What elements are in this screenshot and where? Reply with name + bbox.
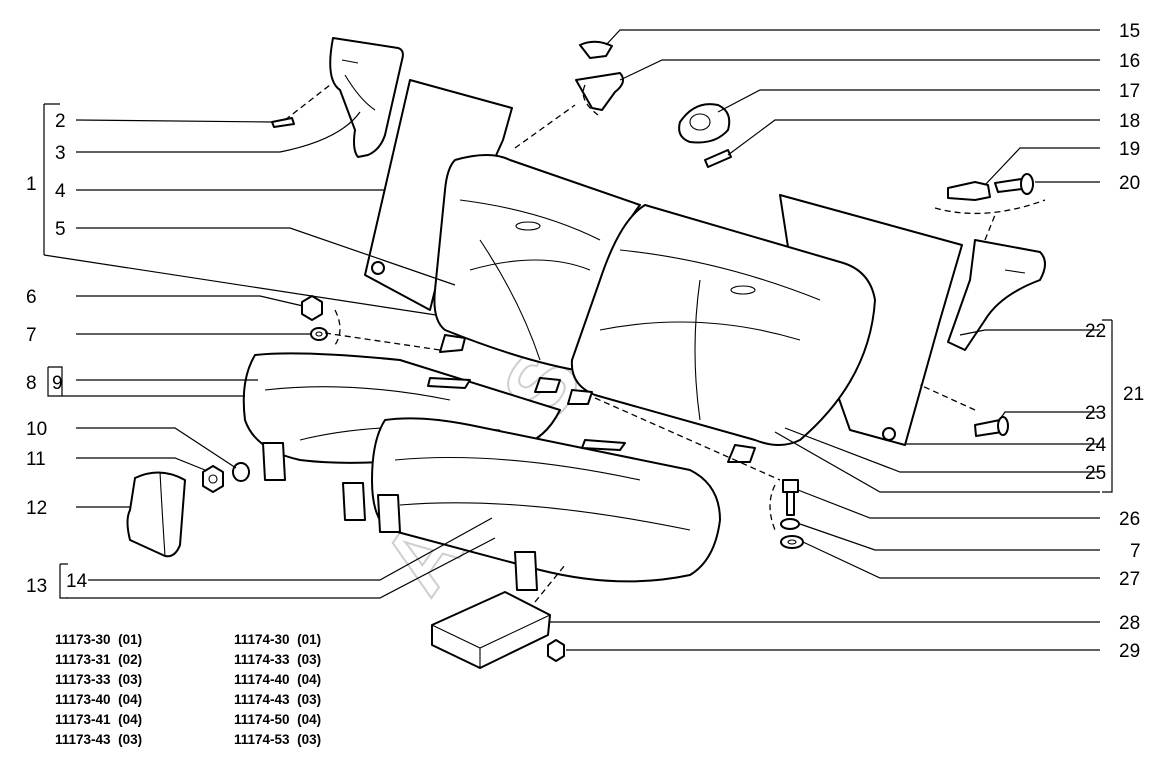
part-22-hinge-trim-right xyxy=(947,239,1046,351)
part-3-hinge-trim-left xyxy=(329,37,404,158)
model-note: (04) xyxy=(118,692,143,707)
callout-12: 12 xyxy=(26,498,47,519)
callout-10: 10 xyxy=(26,419,47,440)
model-code: 11173-43 xyxy=(55,732,111,747)
part-27-washer xyxy=(780,535,804,549)
callout-15: 15 xyxy=(1119,21,1140,42)
cushion-bracket-4 xyxy=(514,551,538,591)
callout-13: 13 xyxy=(26,576,47,597)
legend-row: 11173-31 (02) xyxy=(55,650,142,670)
callout-16: 16 xyxy=(1119,51,1140,72)
legend-row: 11174-30 (01) xyxy=(234,630,321,650)
legend-row: 11174-43 (03) xyxy=(234,690,321,710)
part-15-plug xyxy=(579,40,613,59)
part-29-nut xyxy=(547,639,565,662)
callout-7-left: 7 xyxy=(26,325,37,346)
model-note: (04) xyxy=(118,712,143,727)
model-note: (01) xyxy=(297,632,322,647)
model-note: (03) xyxy=(118,672,143,687)
callout-11: 11 xyxy=(26,449,46,470)
cushion-bracket-2 xyxy=(342,482,366,521)
callout-21: 21 xyxy=(1123,384,1144,405)
legend-row: 11174-40 (04) xyxy=(234,670,321,690)
callout-5: 5 xyxy=(55,219,66,240)
part-19-clip xyxy=(947,181,991,201)
callout-8: 8 xyxy=(26,373,37,394)
cushion-bracket-3 xyxy=(377,494,401,533)
part-10-washer xyxy=(232,462,250,482)
cushion-bracket-1 xyxy=(262,442,286,481)
model-code: 11173-30 xyxy=(55,632,111,647)
model-code: 11174-33 xyxy=(234,652,290,667)
model-note: (02) xyxy=(118,652,143,667)
part-17-latch xyxy=(678,103,731,144)
model-note: (04) xyxy=(297,672,322,687)
model-code: 11174-40 xyxy=(234,672,290,687)
applicability-list-right: 11174-30 (01) 11174-33 (03) 11174-40 (04… xyxy=(234,630,321,750)
legend-row: 11174-50 (04) xyxy=(234,710,321,730)
model-note: (04) xyxy=(297,712,322,727)
part-2-screw xyxy=(271,117,295,128)
model-code: 11173-41 xyxy=(55,712,111,727)
legend-row: 11174-33 (03) xyxy=(234,650,321,670)
callout-23: 23 xyxy=(1085,403,1106,424)
part-18-screw xyxy=(704,149,732,168)
model-note: (03) xyxy=(118,732,143,747)
leader-lines xyxy=(43,29,1113,651)
model-note: (01) xyxy=(118,632,143,647)
parts-drawing xyxy=(126,37,1046,669)
model-note: (03) xyxy=(297,652,322,667)
callout-3: 3 xyxy=(55,143,66,164)
part-7-washer-right xyxy=(780,518,800,530)
model-code: 11174-43 xyxy=(234,692,290,707)
part-14-cushion-right xyxy=(371,417,721,583)
part-28-box xyxy=(431,591,551,669)
callout-26: 26 xyxy=(1119,509,1140,530)
callout-2: 2 xyxy=(55,111,66,132)
model-code: 11173-40 xyxy=(55,692,111,707)
part-16-bracket xyxy=(575,72,625,111)
callout-7-right: 7 xyxy=(1130,541,1141,562)
legend-row: 11173-30 (01) xyxy=(55,630,142,650)
legend-row: 11174-53 (03) xyxy=(234,730,321,750)
callout-labels: 1 2 3 4 5 6 7 8 9 10 11 12 13 14 15 16 1… xyxy=(26,21,1144,662)
model-code: 11173-33 xyxy=(55,672,111,687)
callout-4: 4 xyxy=(55,181,66,202)
part-12-cover xyxy=(126,471,186,558)
part-26-bolt xyxy=(782,479,799,516)
callout-29: 29 xyxy=(1119,641,1140,662)
callout-17: 17 xyxy=(1119,81,1140,102)
legend-row: 11173-33 (03) xyxy=(55,670,142,690)
callout-6: 6 xyxy=(26,287,37,308)
model-code: 11174-30 xyxy=(234,632,290,647)
applicability-list-left: 11173-30 (01) 11173-31 (02) 11173-33 (03… xyxy=(55,630,142,750)
callout-9: 9 xyxy=(52,373,63,394)
callout-28: 28 xyxy=(1119,613,1140,634)
callout-18: 18 xyxy=(1119,111,1140,132)
callout-24: 24 xyxy=(1085,435,1107,456)
model-code: 11174-50 xyxy=(234,712,290,727)
part-7-washer-left xyxy=(310,327,328,341)
legend-row: 11173-43 (03) xyxy=(55,730,142,750)
model-code: 11173-31 xyxy=(55,652,111,667)
model-code: 11174-53 xyxy=(234,732,290,747)
callout-19: 19 xyxy=(1119,139,1140,160)
callout-20: 20 xyxy=(1119,173,1140,194)
callout-27: 27 xyxy=(1119,569,1140,590)
legend-row: 11173-40 (04) xyxy=(55,690,142,710)
part-6-nut xyxy=(301,295,323,321)
model-note: (03) xyxy=(297,732,322,747)
callout-22: 22 xyxy=(1085,321,1106,342)
model-note: (03) xyxy=(297,692,322,707)
legend-row: 11173-41 (04) xyxy=(55,710,142,730)
part-11-nut xyxy=(202,465,224,493)
part-25-backrest-right xyxy=(570,204,876,446)
callout-14: 14 xyxy=(66,571,88,592)
callout-1: 1 xyxy=(26,174,37,195)
callout-25: 25 xyxy=(1085,463,1106,484)
